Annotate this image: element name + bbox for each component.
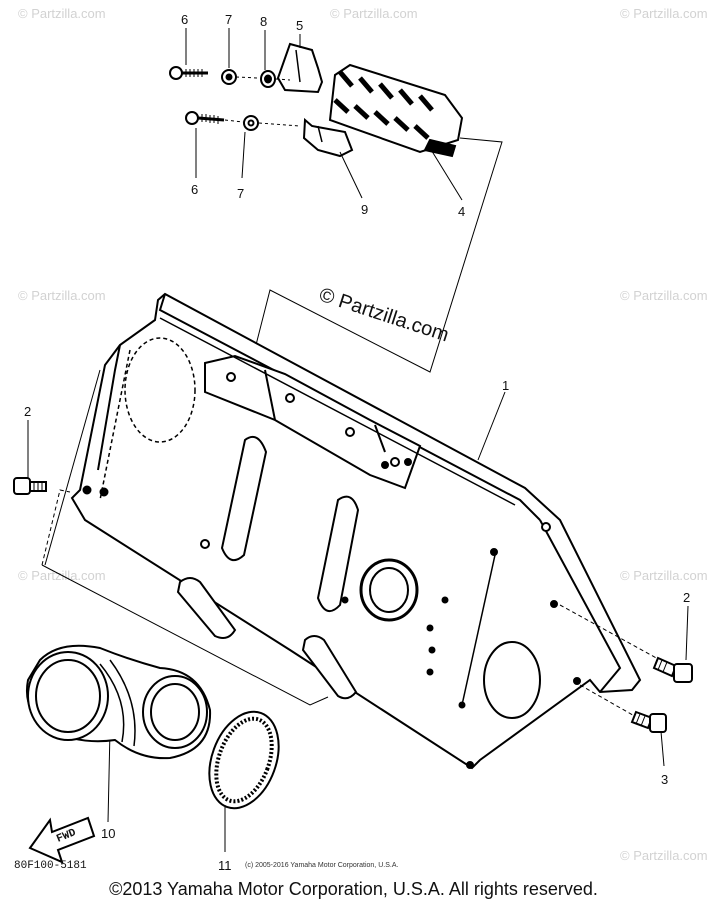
callout-6-bottom: 6 [191, 182, 198, 197]
callout-9: 9 [361, 202, 368, 217]
footer-copyright: ©2013 Yamaha Motor Corporation, U.S.A. A… [109, 879, 598, 899]
part-5-bracket [276, 42, 324, 94]
callout-5: 5 [296, 18, 303, 33]
part-7-nut-bottom [243, 115, 259, 131]
callout-2-left: 2 [24, 404, 31, 419]
small-copyright: (c) 2005-2016 Yamaha Motor Corporation, … [245, 862, 398, 869]
callout-3: 3 [661, 772, 668, 787]
part-8-washer [260, 70, 276, 88]
watermark-faint: © Partzilla.com [620, 288, 707, 303]
watermark-faint: © Partzilla.com [18, 6, 106, 21]
assembly-line-bolt-right [559, 604, 661, 661]
callout-8: 8 [260, 14, 267, 29]
callout-4: 4 [458, 204, 465, 219]
part-1-main-panel [70, 292, 642, 770]
callout-1: 1 [502, 378, 509, 393]
callout-7-bottom: 7 [237, 186, 244, 201]
callout-2-right: 2 [683, 590, 690, 605]
part-11-ring [208, 710, 280, 810]
watermark-faint: © Partzilla.com [620, 848, 707, 863]
part-3-bolt [630, 710, 667, 733]
watermark-faint: © Partzilla.com [620, 568, 707, 583]
part-10-intake-boot [26, 644, 212, 760]
callout-leaders [27, 28, 689, 852]
part-6-screw-bottom [185, 111, 225, 125]
callout-7-top: 7 [225, 12, 232, 27]
watermark-faint: © Partzilla.com [330, 6, 418, 21]
callout-numbers: 6 7 8 5 6 7 9 4 1 2 2 3 10 11 [24, 12, 690, 873]
watermark-main: © Partzilla.com [316, 284, 451, 347]
callout-11: 11 [218, 858, 232, 873]
part-9-clamp [302, 117, 354, 158]
fwd-arrow-icon: FWD [28, 816, 96, 864]
assembly-line-bolt-left [41, 489, 71, 566]
watermark-faint: © Partzilla.com [620, 6, 707, 21]
drawing-code: 80F100-5181 [14, 860, 87, 872]
assembly-line-boot [41, 564, 329, 706]
callout-6-top: 6 [181, 12, 188, 27]
part-2-bolt-left [13, 477, 47, 495]
part-6-screw-top [169, 66, 208, 80]
part-4-terminal-block [328, 63, 464, 158]
assembly-line-left [44, 369, 101, 566]
callout-10: 10 [101, 826, 115, 841]
part-2-bolt-right [652, 656, 693, 683]
part-7-nut-top [221, 69, 237, 85]
watermark-faint: © Partzilla.com [18, 288, 106, 303]
